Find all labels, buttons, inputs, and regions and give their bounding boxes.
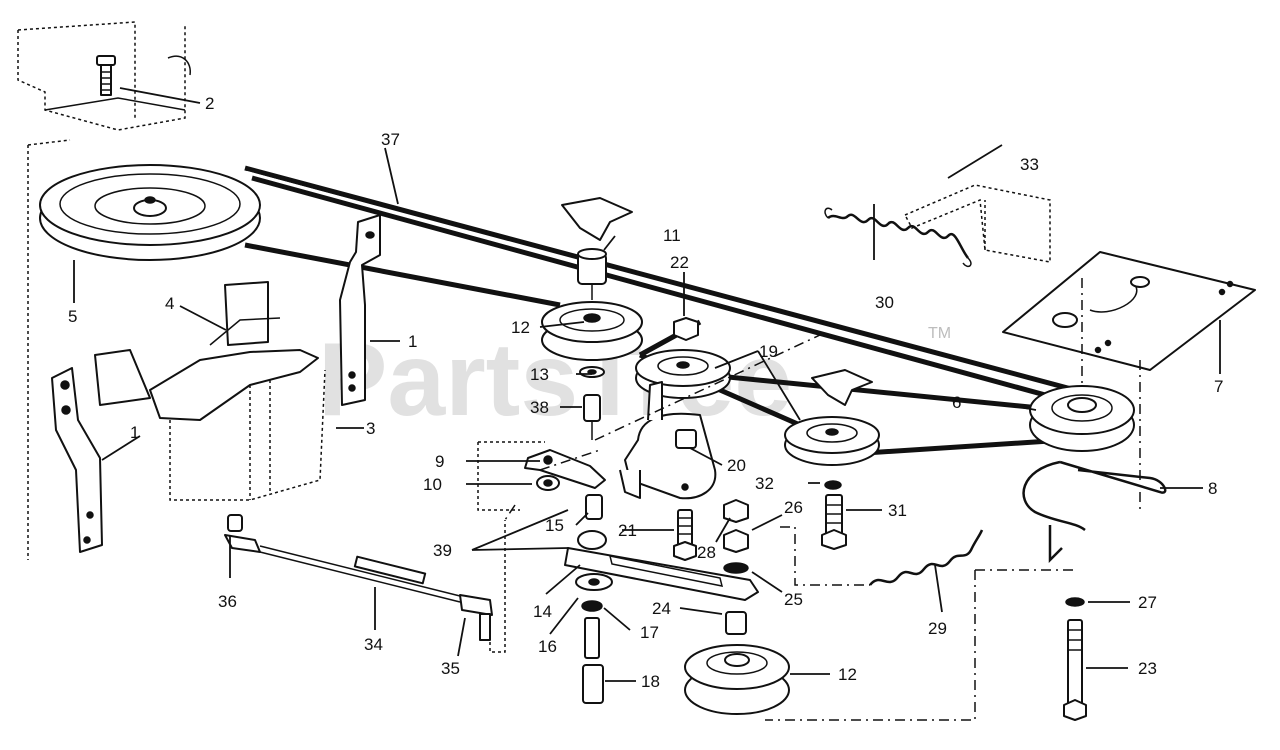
idler-pulley-upper (541, 197, 643, 440)
callout-38: 38 (530, 398, 549, 417)
callout-34: 34 (364, 635, 383, 654)
callout-25: 25 (784, 590, 803, 609)
spring-30 (824, 207, 972, 268)
callout-1a: 1 (408, 332, 417, 351)
callout-1b: 1 (130, 423, 139, 442)
watermark-trademark: TM (928, 325, 951, 342)
bracket-33 (903, 184, 1051, 263)
callout-19: 19 (759, 342, 778, 361)
callout-29: 29 (928, 619, 947, 638)
idler-arm-14 (564, 494, 759, 704)
callout-35: 35 (441, 659, 460, 678)
idler-bracket-9 (477, 441, 606, 511)
callout-8: 8 (1208, 479, 1217, 498)
callout-15: 15 (545, 516, 564, 535)
bolt-31 (821, 480, 847, 550)
callout-12b: 12 (838, 665, 857, 684)
spring-29 (780, 526, 984, 586)
callout-18: 18 (641, 672, 660, 691)
callout-30: 30 (875, 293, 894, 312)
linkage-rod-34 (224, 514, 506, 653)
callout-27: 27 (1138, 593, 1157, 612)
callout-6: 6 (952, 393, 961, 412)
callout-10: 10 (423, 475, 442, 494)
callout-21: 21 (618, 521, 637, 540)
callout-7: 7 (1214, 377, 1223, 396)
idler-arm-20 (619, 381, 717, 500)
callout-39: 39 (433, 541, 452, 560)
bolt-23 (765, 569, 1087, 721)
callout-33: 33 (1020, 155, 1039, 174)
idler-pulley-19b (784, 369, 880, 466)
callout-28: 28 (697, 543, 716, 562)
belt-keeper-8 (1022, 460, 1167, 564)
mounting-plate-7 (1002, 251, 1256, 395)
callout-4: 4 (165, 294, 174, 313)
engine-mount-bracket (17, 21, 191, 560)
callout-labels: 2 37 11 22 33 30 5 4 12 1 19 7 13 38 6 3… (68, 94, 1223, 691)
idler-pulley-lower (684, 644, 790, 715)
engine-pulley (39, 164, 261, 261)
bracket-1-lower (51, 367, 103, 553)
callout-24: 24 (652, 599, 671, 618)
bolt-21 (673, 509, 697, 561)
callout-3: 3 (366, 419, 375, 438)
callout-22: 22 (670, 253, 689, 272)
belt-guard (94, 281, 326, 501)
hardware-stack-25-26-28 (723, 499, 749, 635)
callout-17: 17 (640, 623, 659, 642)
callout-32: 32 (755, 474, 774, 493)
callout-16: 16 (538, 637, 557, 656)
nut-22 (673, 317, 699, 341)
callout-20: 20 (727, 456, 746, 475)
callout-2: 2 (205, 94, 214, 113)
callout-37: 37 (381, 130, 400, 149)
callout-5: 5 (68, 307, 77, 326)
bracket-1-upper (339, 214, 381, 406)
callout-36: 36 (218, 592, 237, 611)
callout-12a: 12 (511, 318, 530, 337)
callout-14: 14 (533, 602, 552, 621)
callout-13: 13 (530, 365, 549, 384)
callout-9: 9 (435, 452, 444, 471)
bolt-2 (96, 55, 116, 96)
callout-31: 31 (888, 501, 907, 520)
callout-26: 26 (784, 498, 803, 517)
leader-lines (73, 87, 1221, 682)
callout-11: 11 (663, 226, 681, 245)
callout-23: 23 (1138, 659, 1157, 678)
